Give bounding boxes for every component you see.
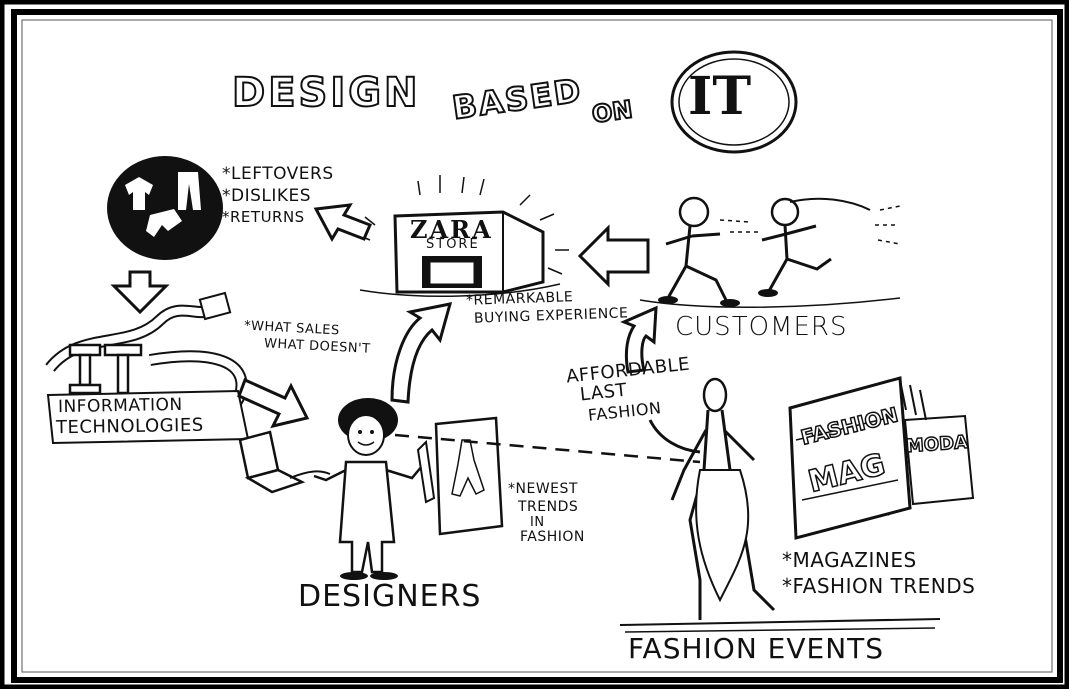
laptop-icon — [238, 430, 331, 494]
store-sublabel: STORE — [426, 237, 480, 252]
trends-note-line4: FASHION — [520, 529, 585, 545]
clothes-icon — [107, 156, 223, 260]
arrow-to-customers — [620, 305, 658, 374]
fashion-events-label: FASHION EVENTS — [628, 632, 885, 665]
fashion-model-figure — [619, 377, 941, 633]
trends-note-line2: TRENDS — [518, 499, 579, 515]
arrow-to-designers — [237, 377, 310, 429]
it-title-badge — [670, 50, 798, 154]
feedback-item-leftovers: *LEFTOVERS — [222, 164, 334, 184]
affordable-arc — [648, 419, 701, 454]
arrow-to-store — [390, 302, 453, 404]
store-name: ZARA — [410, 215, 493, 244]
server-box-icon — [198, 291, 232, 321]
title-it-logo: IT — [688, 66, 752, 127]
events-item-fashion-trends: *FASHION TRENDS — [782, 574, 976, 598]
magazine-stack-icon — [788, 376, 975, 540]
arrow-to-store-left — [577, 224, 650, 288]
it-label-line1: INFORMATION — [57, 394, 183, 418]
feedback-item-dislikes: *DISLIKES — [222, 186, 312, 206]
events-item-magazines: *MAGAZINES — [782, 548, 917, 572]
arrow-to-feedback — [313, 203, 372, 243]
customers-label: CUSTOMERS — [675, 312, 848, 342]
title-design: DESIGN — [231, 69, 421, 117]
trends-note-line3: IN — [530, 515, 545, 530]
feedback-item-returns: *RETURNS — [222, 208, 305, 226]
it-logo-icon — [68, 343, 143, 395]
designer-figure — [313, 398, 436, 580]
zara-store-icon — [359, 175, 569, 297]
gaze-line — [394, 433, 701, 464]
sketch-paper-icon — [434, 416, 504, 536]
arrow-down-to-it — [110, 270, 170, 315]
customer-figures — [639, 196, 901, 309]
title-on: ON — [589, 94, 635, 129]
trends-note-line1: *NEWEST — [508, 481, 578, 497]
designers-label: DESIGNERS — [298, 579, 482, 614]
it-label-line2: TECHNOLOGIES — [55, 414, 204, 439]
